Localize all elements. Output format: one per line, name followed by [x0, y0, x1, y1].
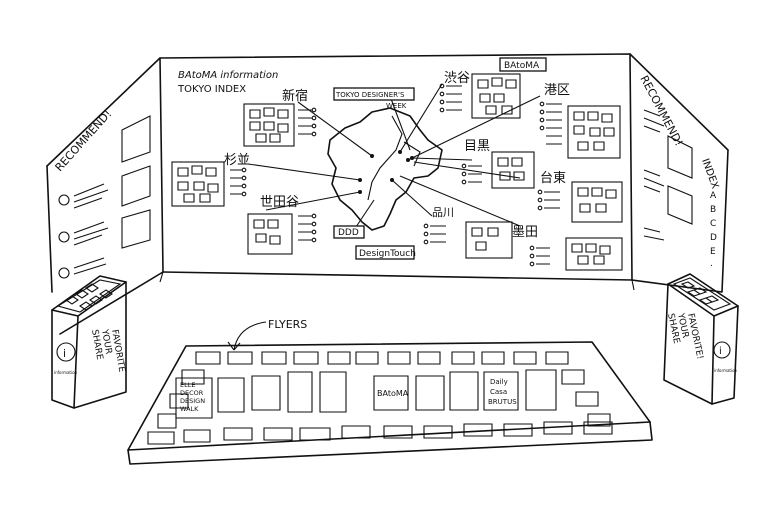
svg-text:DECOR: DECOR	[180, 389, 204, 397]
label-minato: 港区	[544, 83, 570, 98]
flyer-card[interactable]	[415, 371, 479, 411]
bullet-icon	[58, 231, 70, 243]
designtouch-box	[355, 245, 415, 260]
board-title: BAtoMA information	[178, 70, 278, 81]
label-meguro: 目黒	[464, 139, 490, 154]
flyers-table: FLYERS ELLE DECOR DESIGN WALK BAtoMA Dai…	[127, 318, 653, 465]
svg-text:i: i	[719, 346, 722, 357]
svg-text:Daily: Daily	[490, 378, 508, 386]
tdw-box	[333, 87, 415, 101]
left-wall-card	[121, 165, 151, 207]
index-heading: INDEX	[699, 157, 720, 190]
label-shinagawa: 品川	[432, 206, 454, 219]
label-sumida: 墨田	[512, 225, 538, 240]
label-taito: 台東	[540, 170, 566, 186]
ddd-label: DDD	[338, 228, 359, 238]
flyer-batoma[interactable]	[373, 375, 409, 411]
tokyo-map	[327, 107, 443, 231]
bullet-icon	[58, 194, 70, 206]
svg-text:Casa: Casa	[490, 388, 507, 396]
bullet-icon	[58, 267, 70, 279]
designtouch-label: DesignTouch	[359, 249, 416, 259]
info-card-shibuya	[439, 73, 521, 119]
svg-text:E: E	[710, 247, 716, 257]
svg-text:information: information	[714, 368, 738, 373]
ddd-box	[333, 225, 365, 239]
right-info-icon	[713, 341, 731, 359]
info-card-taito	[537, 181, 623, 223]
svg-text:ELLE: ELLE	[180, 381, 195, 389]
info-card-shinjuku	[243, 103, 317, 147]
left-wall-card	[121, 209, 151, 249]
flyer-elle-decor[interactable]	[175, 377, 213, 419]
svg-text:.: .	[710, 259, 713, 269]
flyer-card[interactable]	[217, 371, 347, 413]
left-wall-card	[121, 115, 151, 163]
info-card-shinagawa	[423, 221, 513, 259]
flyer-casa-brutus[interactable]	[483, 371, 519, 411]
label-shibuya: 渋谷	[444, 71, 470, 86]
svg-text:i: i	[63, 347, 66, 360]
flyers-arrow-icon	[227, 321, 267, 351]
right-wall: RECOMMEND! INDEX A B C D E .	[629, 53, 729, 293]
svg-text:C: C	[710, 219, 716, 229]
flyers-label: FLYERS	[268, 318, 307, 331]
label-shinjuku: 新宿	[282, 88, 308, 104]
svg-text:BAtoMA: BAtoMA	[377, 389, 409, 398]
info-card-suginami	[171, 161, 247, 207]
left-wall: RECOMMEND!	[46, 57, 164, 335]
center-wall: BAtoMA information TOKYO INDEX 新宿 渋谷 港区 …	[159, 53, 633, 281]
left-recommend-heading: RECOMMEND!	[53, 107, 115, 174]
svg-text:YOUR: YOUR	[99, 328, 113, 355]
svg-text:BRUTUS: BRUTUS	[488, 398, 517, 406]
right-info-stand: SHARE YOUR FAVORITE! i information	[663, 273, 739, 405]
label-suginami: 杉並	[224, 153, 250, 168]
label-setagaya: 世田谷	[260, 195, 299, 210]
info-card-setagaya	[247, 213, 317, 255]
svg-text:WALK: WALK	[180, 405, 199, 413]
board-subtitle: TOKYO INDEX	[177, 84, 246, 95]
svg-text:information: information	[54, 370, 78, 375]
batoma-box	[499, 57, 547, 72]
info-card-minato	[539, 101, 621, 159]
tdw-label: TOKYO DESIGNER'S	[335, 91, 405, 99]
svg-text:A: A	[710, 191, 717, 201]
svg-text:B: B	[710, 205, 716, 215]
batoma-label: BAtoMA	[504, 61, 540, 71]
info-card-sumida	[529, 237, 623, 271]
info-card-meguro	[461, 151, 535, 189]
svg-text:DESIGN: DESIGN	[180, 397, 205, 405]
left-info-icon	[56, 342, 76, 362]
tdw-label-2: WEEK	[386, 102, 407, 110]
flyer-card[interactable]	[525, 369, 557, 411]
left-info-stand: i information SHARE YOUR FAVORITE	[51, 275, 127, 409]
svg-text:D: D	[710, 233, 717, 243]
